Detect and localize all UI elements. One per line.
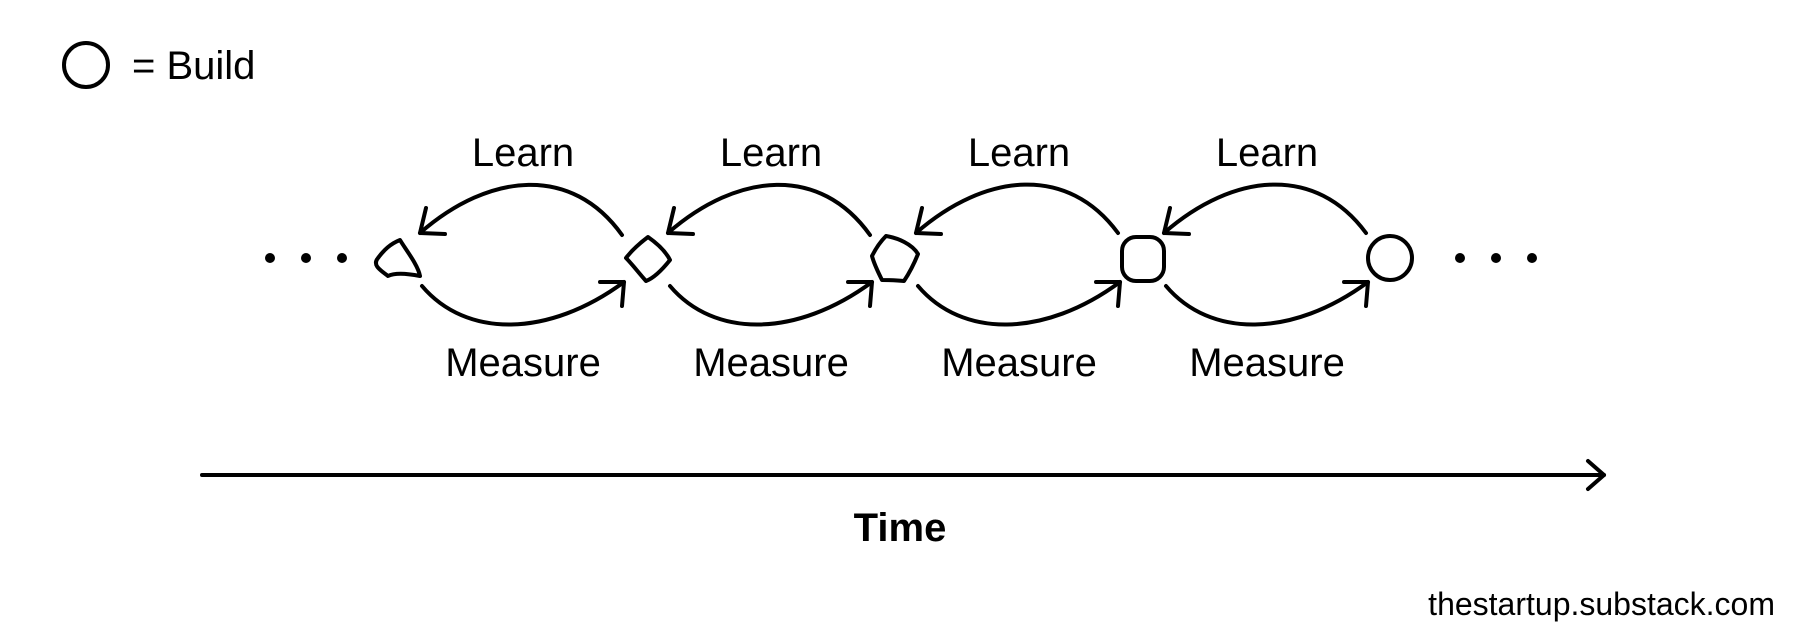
learn-arrow-curve bbox=[914, 182, 1120, 235]
measure-label-1: Measure bbox=[445, 341, 601, 385]
measure-arrows bbox=[420, 280, 1370, 327]
learn-arrow-2 bbox=[666, 182, 872, 237]
ellipsis-dot bbox=[1491, 253, 1501, 263]
build-nodes bbox=[373, 234, 1414, 283]
measure-arrow-curve bbox=[916, 280, 1122, 327]
build-node-2 bbox=[624, 235, 672, 283]
measure-arrowhead bbox=[1342, 280, 1370, 308]
learn-labels: Learn Learn Learn Learn bbox=[472, 131, 1318, 175]
measure-arrowhead bbox=[598, 280, 626, 308]
measure-label-2: Measure bbox=[693, 341, 849, 385]
build-node-5 bbox=[1366, 234, 1414, 282]
time-axis-arrowhead bbox=[1586, 459, 1606, 491]
measure-arrow-2 bbox=[668, 280, 874, 327]
measure-arrowhead bbox=[846, 280, 874, 308]
learn-arrowhead bbox=[1162, 206, 1191, 236]
learn-arrow-1 bbox=[418, 182, 624, 237]
ellipsis-dot bbox=[301, 253, 311, 263]
circle-icon bbox=[62, 41, 110, 89]
legend-text: = Build bbox=[132, 44, 255, 88]
time-axis-title: Time bbox=[854, 506, 947, 550]
learn-arrow-3 bbox=[914, 182, 1120, 236]
learn-arrowhead bbox=[914, 206, 943, 236]
measure-arrow-1 bbox=[420, 280, 626, 327]
measure-arrow-4 bbox=[1164, 280, 1370, 327]
measure-arrow-curve bbox=[420, 280, 626, 327]
learn-arrowhead bbox=[418, 206, 447, 236]
measure-label-4: Measure bbox=[1189, 341, 1345, 385]
learn-arrowhead bbox=[666, 206, 695, 236]
ellipsis-dot bbox=[337, 253, 347, 263]
learn-arrow-4 bbox=[1162, 182, 1368, 236]
learn-arrows bbox=[418, 182, 1368, 237]
build-node-4 bbox=[1120, 235, 1166, 283]
learn-label-1: Learn bbox=[472, 131, 574, 175]
measure-arrow-curve bbox=[668, 280, 874, 327]
build-node-1 bbox=[373, 238, 422, 278]
learn-arrow-curve bbox=[666, 182, 872, 237]
learn-label-4: Learn bbox=[1216, 131, 1318, 175]
learn-label-2: Learn bbox=[720, 131, 822, 175]
build-node-3 bbox=[870, 234, 920, 283]
legend: = Build bbox=[62, 41, 255, 89]
learn-arrow-curve bbox=[1162, 182, 1368, 235]
measure-arrow-curve bbox=[1164, 280, 1370, 327]
ellipsis-dot bbox=[1455, 253, 1465, 263]
ellipsis-dot bbox=[1527, 253, 1537, 263]
learn-label-3: Learn bbox=[968, 131, 1070, 175]
learn-arrow-curve bbox=[418, 182, 624, 237]
measure-arrowhead bbox=[1094, 280, 1122, 308]
ellipsis-dot bbox=[265, 253, 275, 263]
measure-label-3: Measure bbox=[941, 341, 1097, 385]
measure-labels: Measure Measure Measure Measure bbox=[445, 341, 1345, 385]
credit-text: thestartup.substack.com bbox=[1428, 586, 1775, 622]
time-axis: Time bbox=[200, 459, 1606, 550]
measure-arrow-3 bbox=[916, 280, 1122, 327]
ellipsis-left bbox=[265, 253, 347, 263]
ellipsis-right bbox=[1455, 253, 1537, 263]
